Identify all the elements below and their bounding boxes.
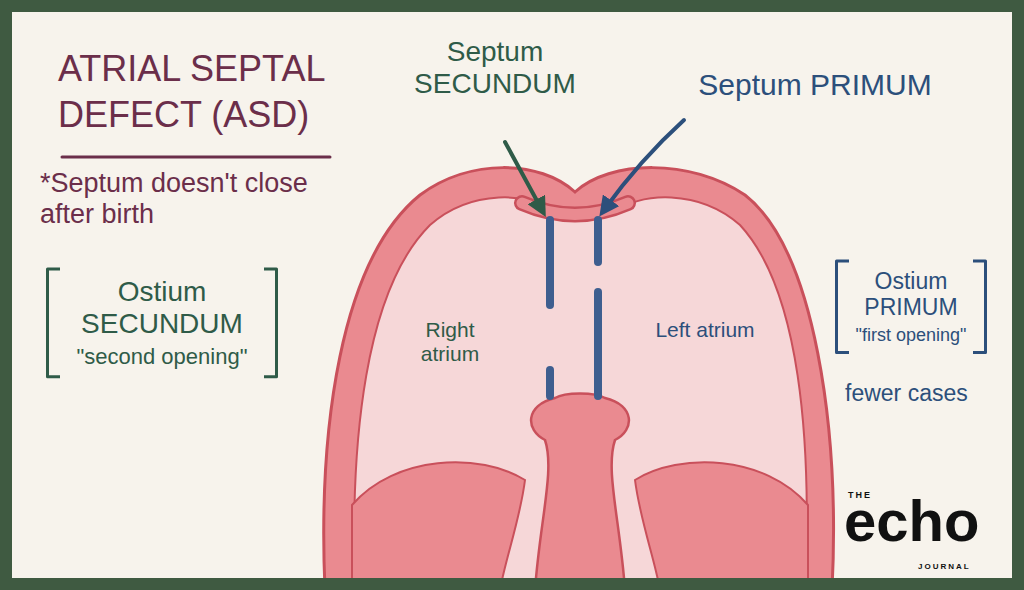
ventricle-wall (635, 462, 808, 590)
note: fewer cases (845, 380, 1005, 406)
box-subtitle: "first opening" (851, 325, 971, 346)
chamber-label: Right atrium (395, 318, 505, 366)
box-heading: Ostium PRIMUM (851, 268, 971, 321)
leader-arrow (505, 142, 542, 210)
ventricle-wall (352, 462, 525, 590)
septum-secundum-line (546, 370, 554, 396)
note: *Septum doesn't close after birth (40, 168, 315, 230)
box-heading: Ostium SECUNDUM (62, 276, 262, 340)
logo-text: JOURNAL (918, 562, 998, 571)
part-label: Septum SECUNDUM (385, 36, 605, 100)
bracket-box: Ostium SECUNDUM "second opening" (46, 268, 278, 378)
title-underline (62, 156, 330, 159)
endocardial-cushion (531, 394, 629, 590)
septum-primum-line (594, 292, 602, 396)
bracket-left (48, 269, 61, 377)
chamber-label: Left atrium (650, 318, 760, 342)
bracket-right (973, 261, 986, 353)
logo-text: echo (844, 492, 1014, 550)
box-subtitle: "second opening" (62, 344, 262, 369)
septum-secundum-line (546, 220, 554, 305)
bracket-right (264, 269, 277, 377)
leader-arrow (604, 120, 684, 210)
frame (6, 6, 1018, 584)
heart-wall (324, 168, 834, 590)
part-label: Septum PRIMUM (655, 68, 975, 103)
bracket-left (837, 261, 850, 353)
bracket-box: Ostium PRIMUM "first opening" (835, 260, 987, 354)
title: ATRIAL SEPTAL DEFECT (ASD) (58, 46, 358, 138)
atrial-septa (550, 220, 598, 396)
septum-primum-line (594, 220, 602, 262)
